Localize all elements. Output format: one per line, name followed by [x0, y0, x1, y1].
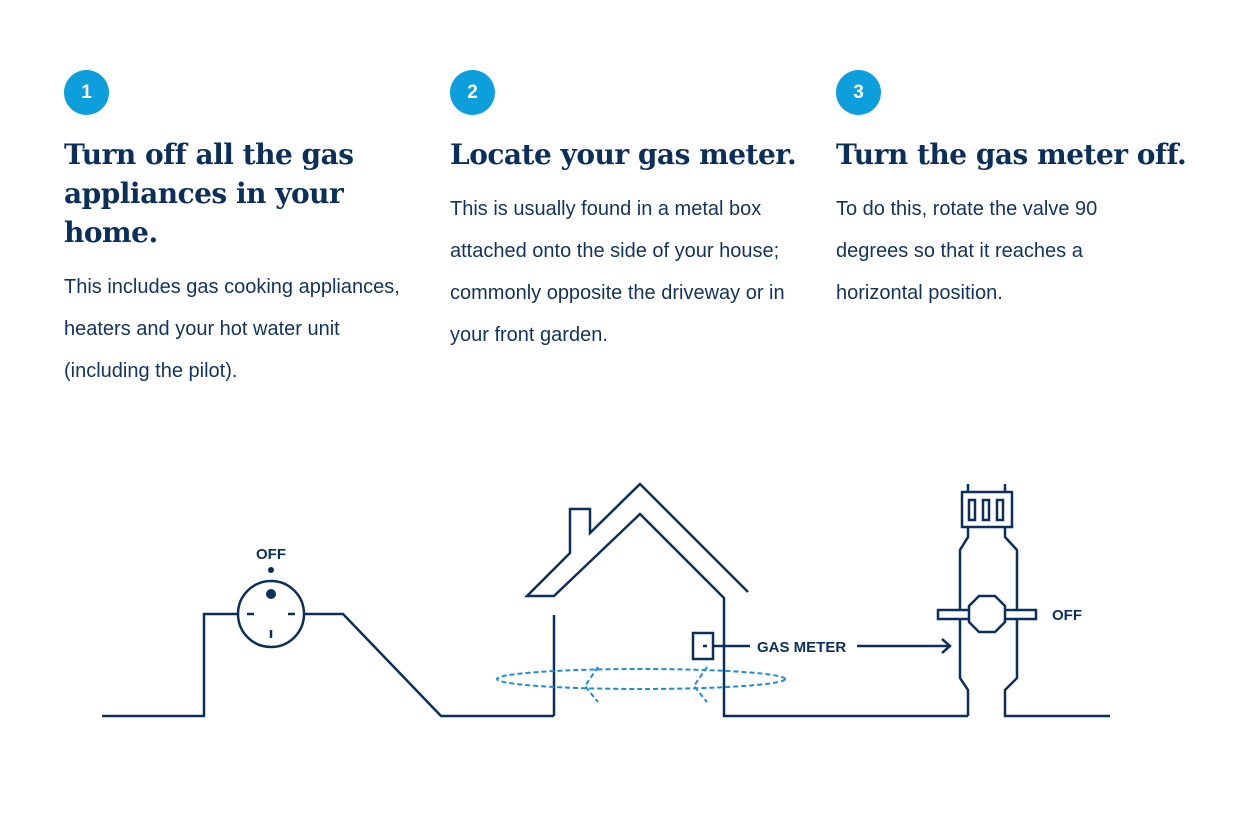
step-body: This includes gas cooking appliances, he… [64, 276, 400, 382]
step-2: 2 Locate your gas meter. This is usually… [450, 70, 800, 356]
step-body: To do this, rotate the valve 90 degrees … [836, 198, 1098, 304]
gas-appliance-icon [102, 567, 554, 718]
house-icon [523, 482, 968, 718]
step-number-badge: 1 [64, 70, 109, 115]
appliance-off-label: OFF [256, 546, 286, 563]
gas-meter-label: GAS METER [757, 639, 846, 656]
valve-off-label: OFF [1052, 607, 1082, 624]
gas-meter-icon [936, 484, 1110, 718]
step-number-badge: 2 [450, 70, 495, 115]
step-3: 3 Turn the gas meter off. To do this, ro… [836, 70, 1187, 314]
step-1: 1 Turn off all the gas appliances in you… [64, 70, 414, 392]
step-title: Turn off all the gas appliances in your … [64, 138, 354, 249]
step-body: This is usually found in a metal box att… [450, 198, 785, 346]
step-number-badge: 3 [836, 70, 881, 115]
step-title: Turn the gas meter off. [836, 138, 1187, 171]
rotation-arrow-icon [496, 666, 786, 703]
arrow-right-icon [857, 638, 952, 654]
step-title: Locate your gas meter. [450, 138, 797, 171]
